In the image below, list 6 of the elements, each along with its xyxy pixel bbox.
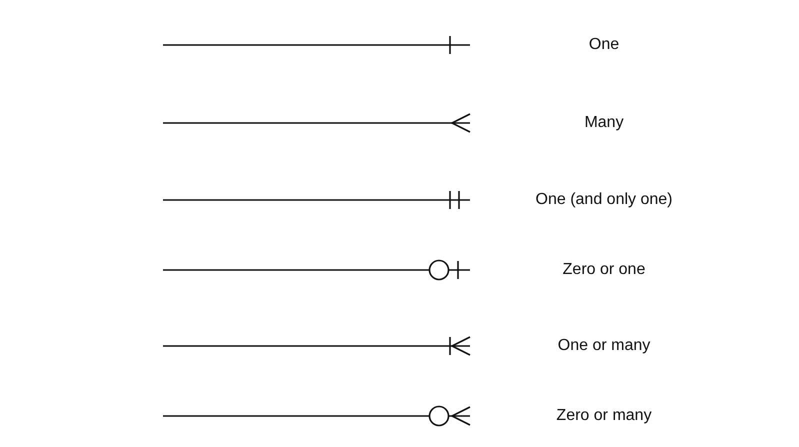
legend-text: Many (584, 114, 624, 132)
legend-text: Zero or many (556, 407, 652, 425)
legend-text: One (588, 36, 620, 54)
legend-text: One or many (558, 337, 650, 355)
legend-text: Zero or one (562, 261, 646, 279)
legend-text: One (and only one) (536, 191, 672, 209)
